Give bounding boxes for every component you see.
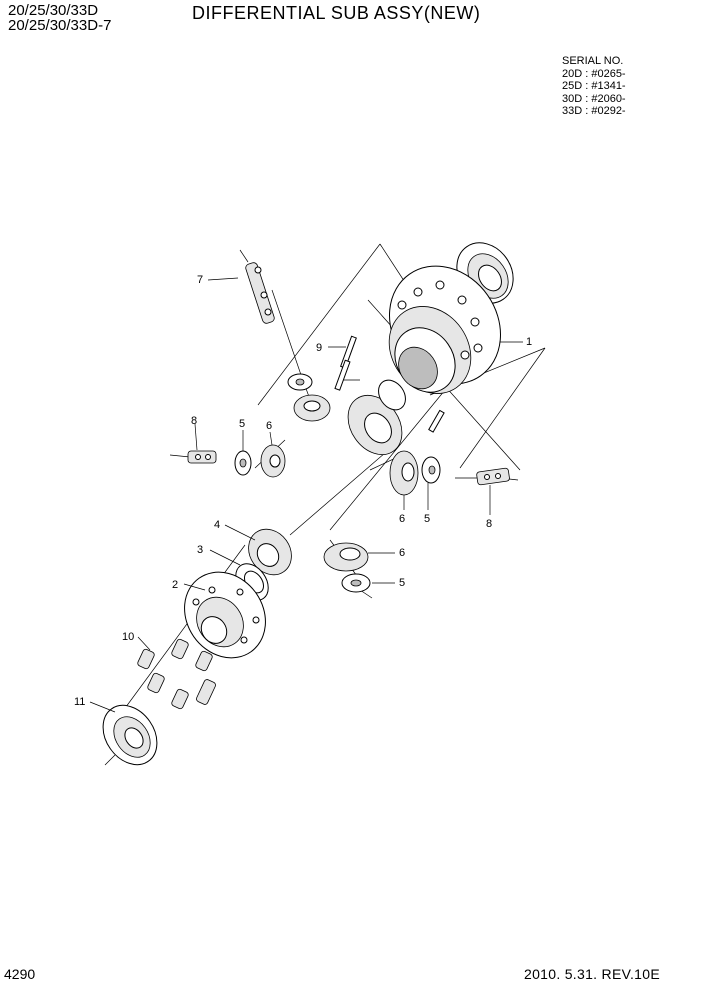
callout-4: 4 [214,519,220,531]
pinion-gear-left [234,444,286,478]
differential-case [388,265,501,394]
page-number: 4290 [4,966,36,982]
lock-pin-right [476,467,510,486]
model-line-1: 20/25/30/33D [8,2,99,19]
callout-5-lower: 5 [399,577,405,589]
serial-entry: 30D : #2060- [562,92,626,105]
callout-1: 1 [526,336,532,348]
callout-5-left: 5 [239,418,245,430]
callout-8-left: 8 [191,415,197,427]
callout-3: 3 [197,544,203,556]
model-line-2: 20/25/30/33D-7 [8,17,112,34]
side-gear [248,528,292,576]
revision-date: 2010. 5.31. REV.10E [524,966,660,982]
pinion-gear-lower [323,542,371,593]
serial-entry: 20D : #0265- [562,67,626,80]
callout-2: 2 [172,579,178,591]
callout-10: 10 [122,631,134,643]
bolts [137,638,216,710]
callout-6-lower: 6 [399,547,405,559]
serial-label: SERIAL NO. [562,55,624,67]
pinion-shaft [245,262,275,324]
pinion-shaft-pins [334,335,445,433]
serial-entry: 33D : #0292- [562,105,626,117]
serial-number-block: SERIAL NO. 20D : #0265- 25D : #1341- 30D… [562,55,626,118]
serial-entry: 25D : #1341- [562,80,626,92]
callout-6-left: 6 [266,420,272,432]
callout-labels: 1 2 3 4 5 5 5 6 6 6 7 8 8 9 10 11 [74,274,532,708]
callout-5-right: 5 [424,513,430,525]
pinion-washers-upper [287,373,331,422]
callout-8-right: 8 [486,518,492,530]
differential-cover [184,571,266,659]
callout-6-right: 6 [399,513,405,525]
lock-pin-left [187,450,217,464]
pinion-gear-right [389,450,441,496]
callout-11: 11 [74,696,85,708]
side-gear-center [347,379,406,456]
page-title: DIFFERENTIAL SUB ASSY(NEW) [192,3,481,23]
callout-7: 7 [197,274,203,286]
callout-9: 9 [316,342,322,354]
leader-lines [89,277,523,713]
bearing-lower [102,704,158,766]
